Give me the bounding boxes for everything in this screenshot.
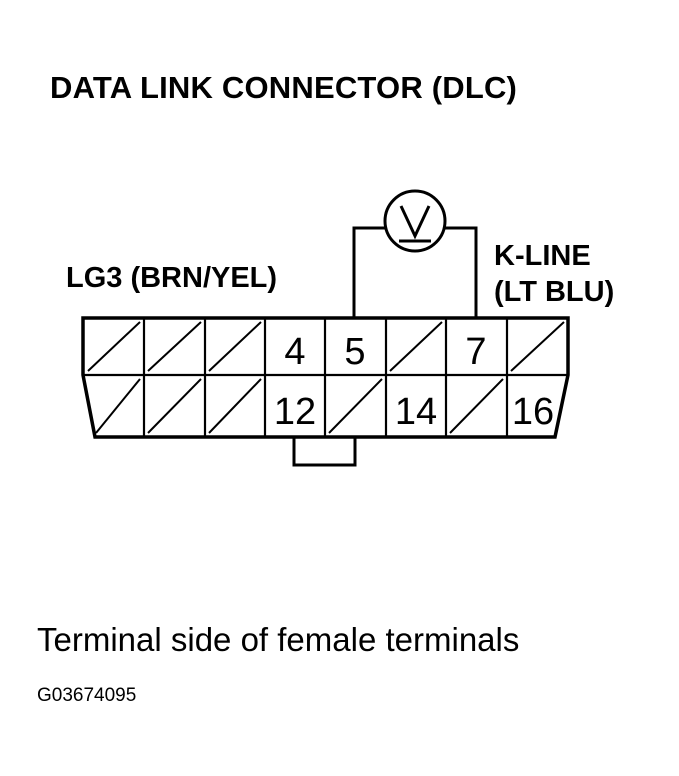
unused-terminal-marks-bottom [95, 378, 504, 434]
k-line-wire-label: K-LINE (LT BLU) [494, 238, 614, 310]
terminal-4: 4 [284, 331, 305, 373]
k-line-label-line1: K-LINE [494, 240, 591, 272]
caption: Terminal side of female terminals [37, 621, 520, 658]
terminal-grid [83, 318, 568, 437]
figure-code: G03674095 [37, 685, 137, 706]
connector-key-tab [292, 437, 357, 467]
terminal-14: 14 [395, 391, 437, 433]
voltmeter-icon [383, 189, 447, 253]
terminal-7: 7 [465, 331, 486, 373]
unused-terminal-marks-top [87, 321, 565, 372]
terminal-16: 16 [512, 391, 554, 433]
lg3-wire-label: LG3 (BRN/YEL) [66, 262, 278, 294]
terminal-5: 5 [344, 331, 365, 373]
voltmeter-wire [352, 226, 386, 318]
diagram-title: DATA LINK CONNECTOR (DLC) [50, 70, 518, 105]
k-line-label-line2: (LT BLU) [494, 276, 615, 308]
voltmeter-wire [444, 226, 478, 318]
terminal-12: 12 [274, 391, 316, 433]
